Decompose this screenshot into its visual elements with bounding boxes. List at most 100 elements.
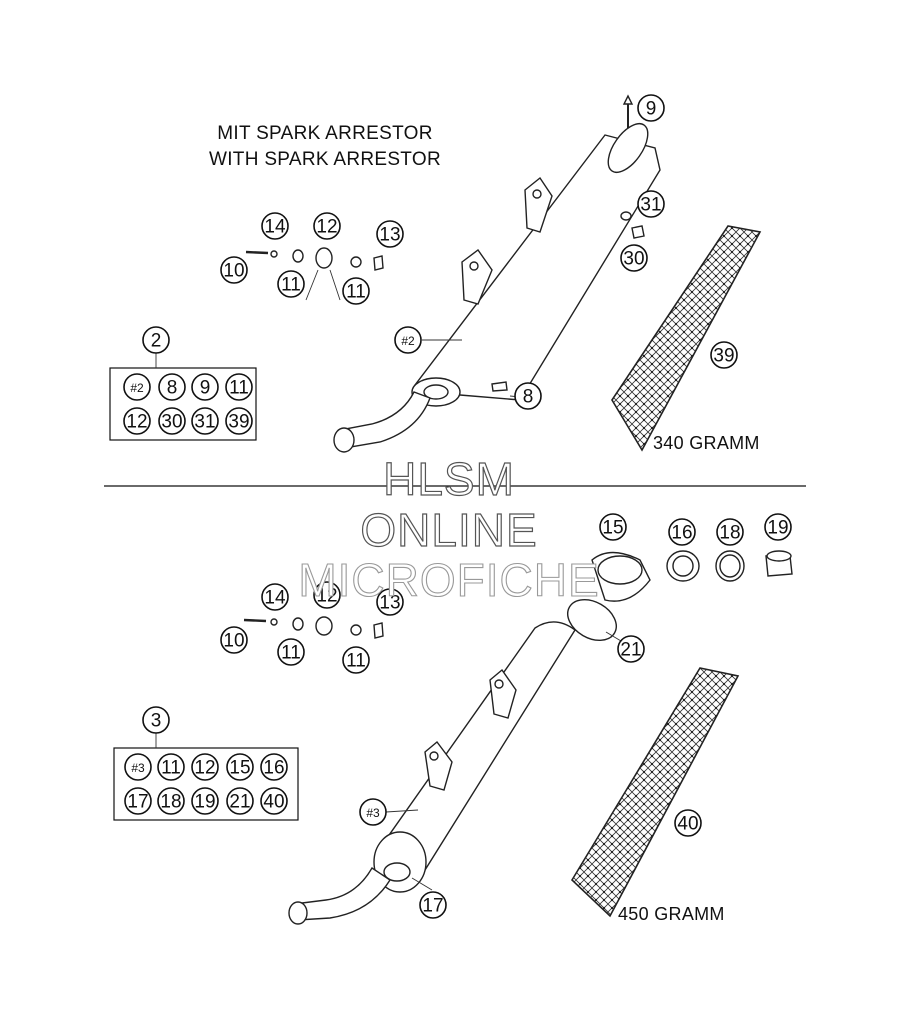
- spark-arrestor-insert-39: [611, 225, 762, 452]
- svg-text:30: 30: [623, 249, 644, 270]
- svg-text:14: 14: [264, 217, 286, 238]
- svg-text:39: 39: [228, 412, 249, 433]
- svg-text:40: 40: [677, 814, 698, 835]
- svg-text:19: 19: [194, 792, 215, 813]
- callout-top-0: 9: [637, 94, 665, 122]
- svg-text:9: 9: [200, 378, 211, 399]
- kit-2-item-4: 12: [123, 407, 151, 435]
- svg-text:8: 8: [167, 378, 178, 399]
- svg-text:11: 11: [161, 758, 181, 779]
- callout-bottom-0: 15: [599, 513, 627, 541]
- callout-bottom-12: 40: [674, 809, 702, 837]
- callout-bottom-4: 14: [261, 583, 289, 611]
- svg-text:11: 11: [281, 275, 301, 296]
- kit-3-item-0: #3: [124, 753, 152, 781]
- svg-text:21: 21: [620, 640, 641, 661]
- svg-text:10: 10: [223, 631, 244, 652]
- svg-text:21: 21: [229, 792, 250, 813]
- svg-text:8: 8: [523, 387, 534, 408]
- svg-text:17: 17: [422, 896, 443, 917]
- callout-layer: 9 31 30 14 12 13 10 11 11 #2 8 39 2 #2 8 9 11 12 30 31 39 15 1…: [123, 94, 792, 919]
- mounting-hardware-bottom: [243, 616, 384, 639]
- silencer-top: [333, 94, 661, 453]
- kit-3-item-3: 15: [226, 753, 254, 781]
- heading-english: WITH SPARK ARRESTOR: [209, 149, 441, 170]
- callout-bottom-11: #3: [359, 798, 387, 826]
- svg-text:12: 12: [316, 586, 337, 607]
- kit-3-item-7: 19: [191, 787, 219, 815]
- kit-3-item-8: 21: [226, 787, 254, 815]
- callout-bottom-2: 18: [716, 518, 744, 546]
- kit-3-item-5: 17: [124, 787, 152, 815]
- svg-text:#2: #2: [130, 381, 144, 395]
- callout-bottom-8: 11: [277, 638, 305, 666]
- callout-bottom-6: 13: [376, 588, 404, 616]
- svg-text:11: 11: [346, 651, 366, 672]
- silencer-bottom: [288, 550, 793, 925]
- svg-text:12: 12: [316, 217, 337, 238]
- kit-2-item-2: 9: [191, 373, 219, 401]
- svg-text:19: 19: [767, 518, 788, 539]
- callout-top-9: #2: [394, 326, 422, 354]
- callout-top-8: 11: [342, 277, 370, 305]
- kit-2-item-0: #2: [123, 373, 151, 401]
- svg-text:16: 16: [263, 758, 284, 779]
- callout-top-1: 31: [637, 190, 665, 218]
- callout-top-6: 10: [220, 256, 248, 284]
- kit-number-2: 2: [142, 326, 170, 354]
- mounting-hardware-top: [245, 247, 384, 301]
- callout-bottom-10: 21: [617, 635, 645, 663]
- svg-text:#2: #2: [401, 334, 415, 348]
- svg-text:30: 30: [161, 412, 182, 433]
- svg-text:9: 9: [646, 99, 657, 120]
- weight-label-bottom: 450 GRAMM: [618, 904, 725, 924]
- weight-label-top: 340 GRAMM: [653, 433, 760, 453]
- callout-bottom-5: 12: [313, 581, 341, 609]
- svg-text:2: 2: [151, 331, 162, 352]
- kit-3-item-4: 16: [260, 753, 288, 781]
- svg-text:16: 16: [671, 523, 692, 544]
- kit-3-item-1: 11: [157, 753, 185, 781]
- callout-top-11: 39: [710, 341, 738, 369]
- kit-3-item-2: 12: [191, 753, 219, 781]
- svg-text:40: 40: [263, 792, 284, 813]
- svg-text:13: 13: [379, 593, 400, 614]
- kit-2-item-6: 31: [191, 407, 219, 435]
- svg-text:13: 13: [379, 225, 400, 246]
- svg-text:12: 12: [126, 412, 147, 433]
- kit-number-3: 3: [142, 706, 170, 734]
- callout-top-5: 13: [376, 220, 404, 248]
- svg-text:18: 18: [160, 792, 181, 813]
- kit-2-item-5: 30: [158, 407, 186, 435]
- svg-text:#3: #3: [131, 761, 145, 775]
- kit-3-item-6: 18: [157, 787, 185, 815]
- svg-text:11: 11: [229, 378, 249, 399]
- svg-text:11: 11: [281, 643, 301, 664]
- callout-bottom-7: 10: [220, 626, 248, 654]
- svg-text:3: 3: [151, 711, 162, 732]
- kit-3-item-9: 40: [260, 787, 288, 815]
- silencer-insert-40: [570, 667, 740, 918]
- callout-bottom-9: 11: [342, 646, 370, 674]
- svg-text:39: 39: [713, 346, 734, 367]
- callout-top-7: 11: [277, 270, 305, 298]
- svg-text:15: 15: [229, 758, 250, 779]
- callout-top-10: 8: [514, 382, 542, 410]
- svg-text:10: 10: [223, 261, 244, 282]
- svg-text:18: 18: [719, 523, 740, 544]
- kit-2-item-7: 39: [225, 407, 253, 435]
- svg-text:17: 17: [127, 792, 148, 813]
- svg-text:12: 12: [194, 758, 215, 779]
- callout-top-2: 30: [620, 244, 648, 272]
- kit-2-item-1: 8: [158, 373, 186, 401]
- callout-bottom-1: 16: [668, 518, 696, 546]
- svg-text:31: 31: [640, 195, 661, 216]
- svg-text:15: 15: [602, 518, 623, 539]
- svg-text:11: 11: [346, 282, 366, 303]
- callout-bottom-13: 17: [419, 891, 447, 919]
- svg-text:14: 14: [264, 588, 286, 609]
- heading-german: MIT SPARK ARRESTOR: [217, 123, 433, 144]
- callout-bottom-3: 19: [764, 513, 792, 541]
